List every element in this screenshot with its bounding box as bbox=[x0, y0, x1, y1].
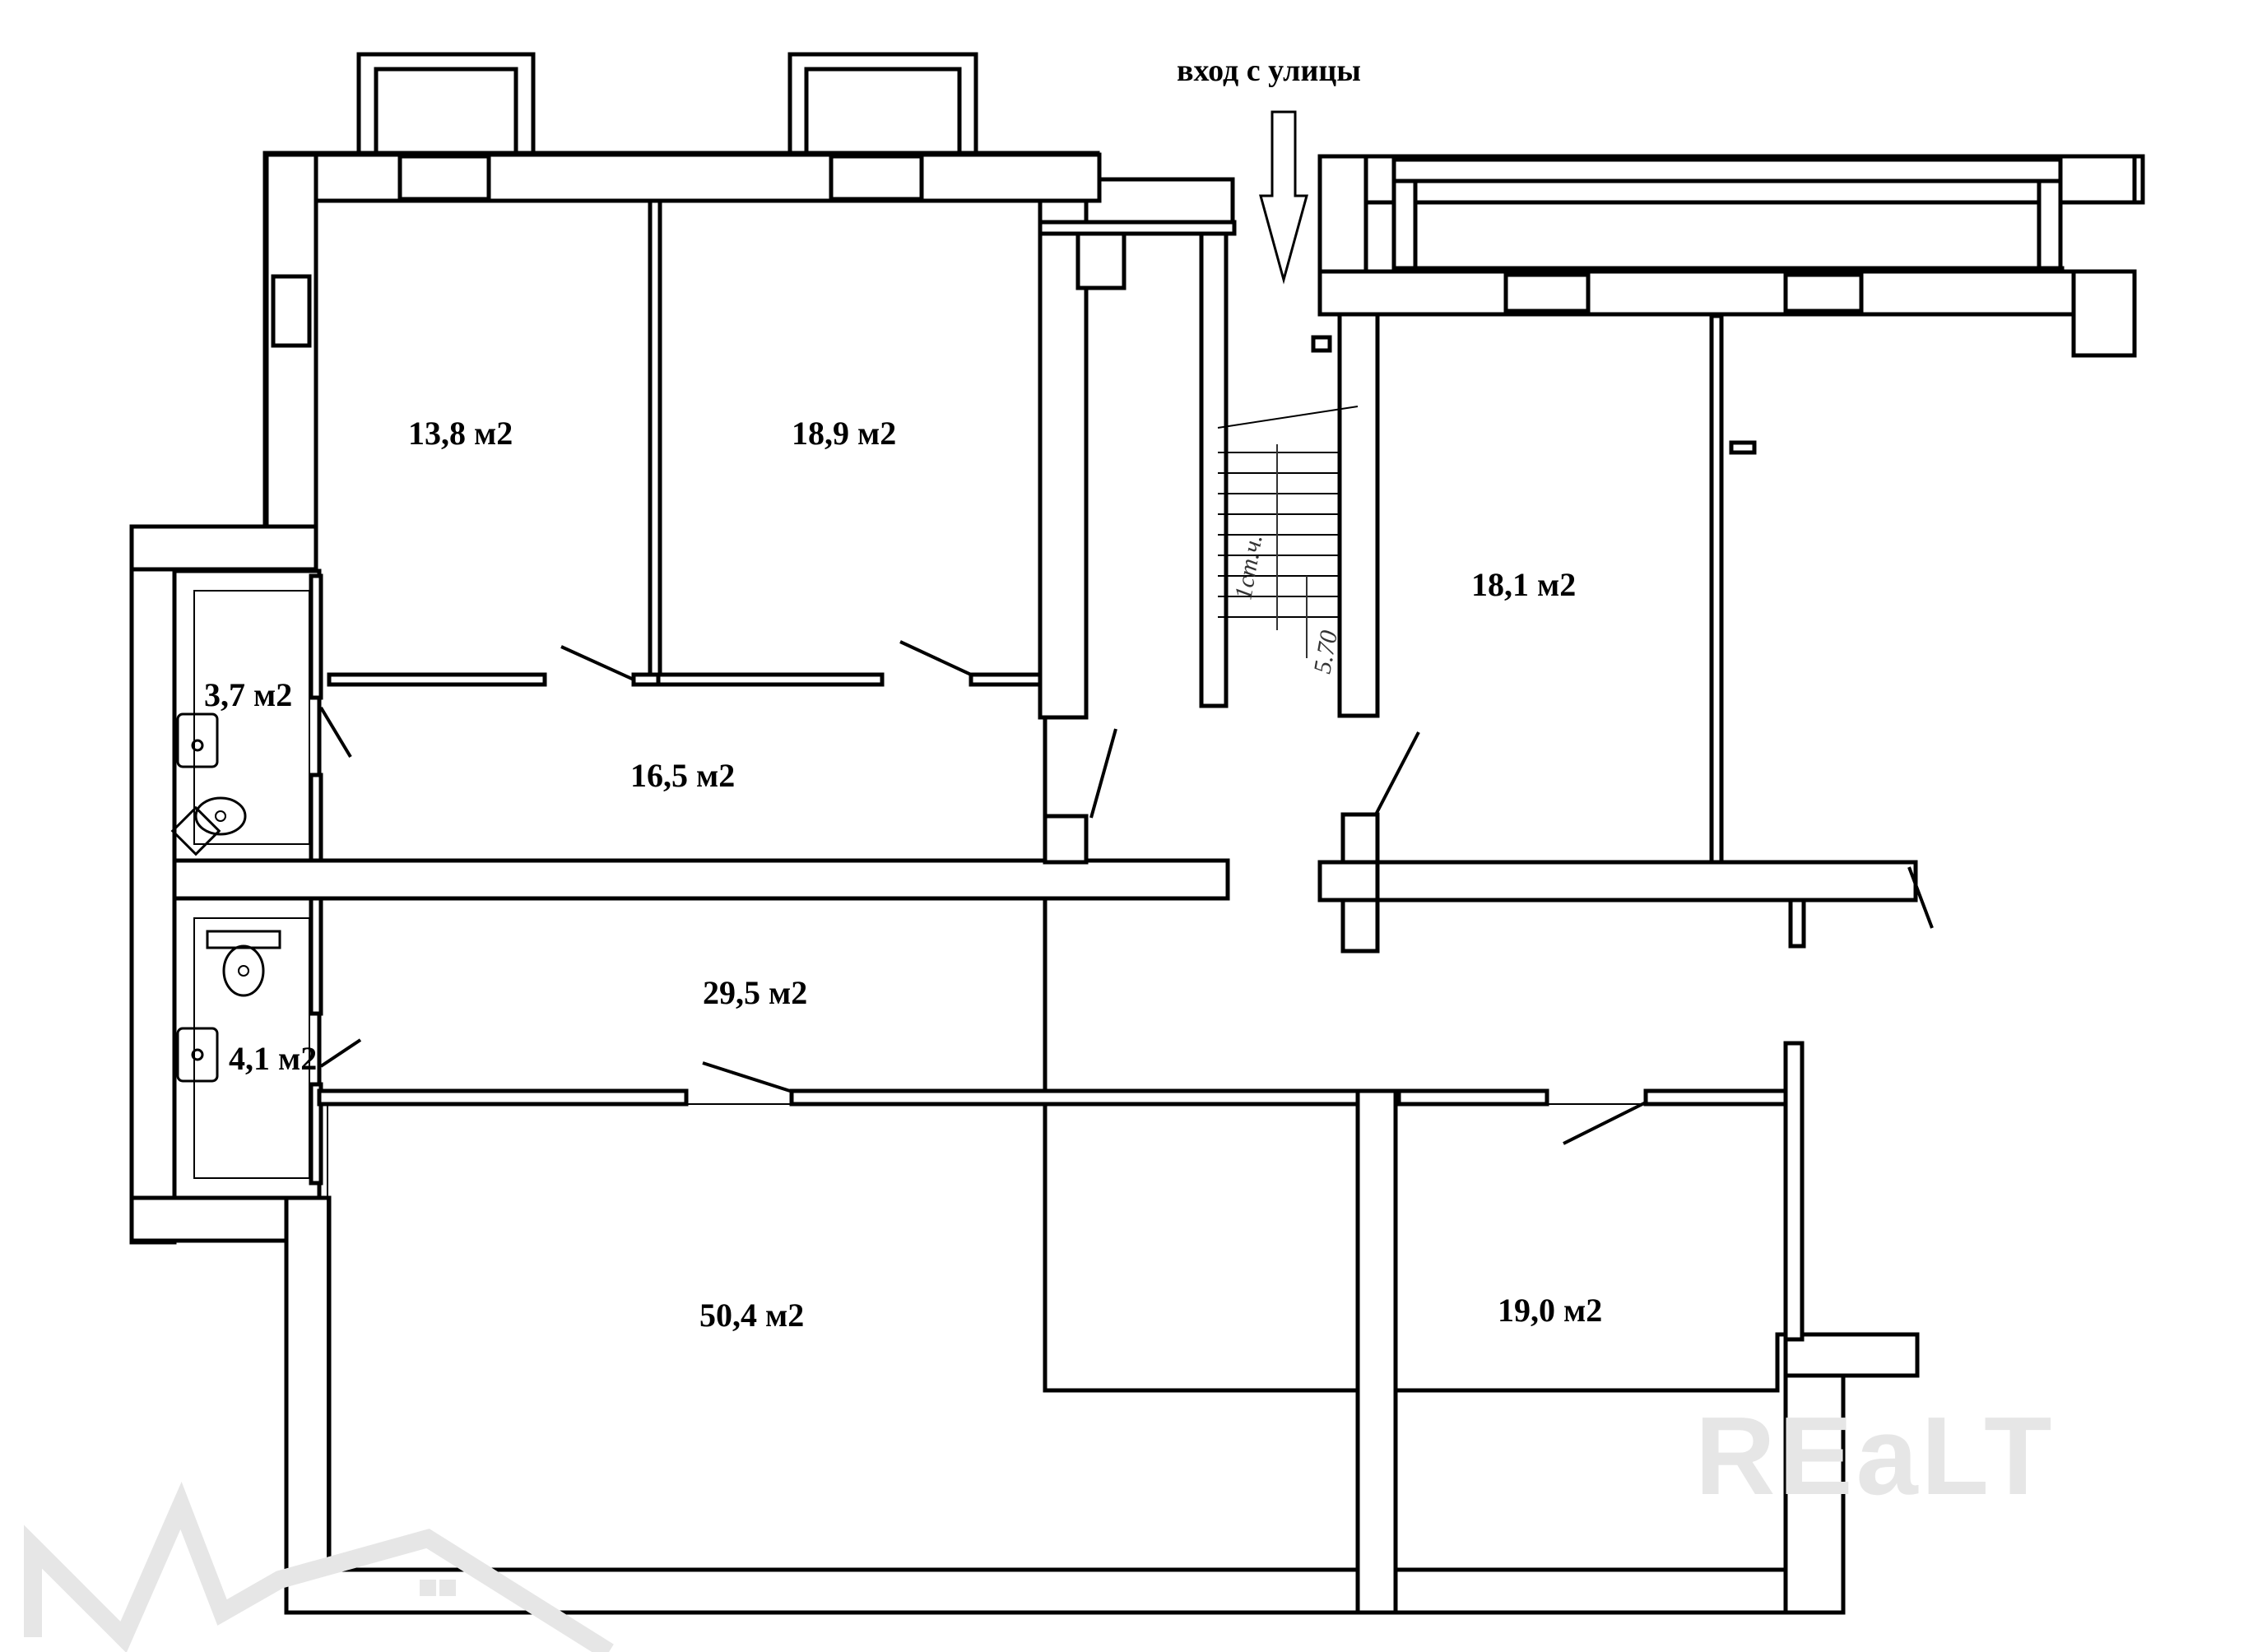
window-boxes bbox=[356, 52, 978, 159]
room-area-label: 50,4 м2 bbox=[699, 1297, 804, 1334]
door-swings bbox=[319, 640, 1934, 1145]
room-area-label: 3,7 м2 bbox=[204, 676, 292, 713]
stair-note-a: 1ст.ч. bbox=[1229, 532, 1267, 601]
interior-walls bbox=[172, 198, 1805, 1615]
sink-icon bbox=[176, 712, 219, 768]
room-area-label: 18,1 м2 bbox=[1471, 566, 1576, 603]
room-area-label: 16,5 м2 bbox=[630, 757, 735, 794]
room-area-label: 4,1 м2 bbox=[229, 1040, 317, 1077]
room-area-label: 18,9 м2 bbox=[792, 415, 896, 452]
toilet-icon-2 bbox=[206, 930, 281, 997]
room-area-label: 29,5 м2 bbox=[703, 974, 807, 1011]
watermark-logo: REaLT bbox=[1695, 1394, 2056, 1518]
right-block bbox=[1311, 154, 2145, 954]
room-area-label: 13,8 м2 bbox=[408, 415, 513, 452]
staircase bbox=[1217, 406, 1359, 658]
entrance-label: вход с улицы bbox=[1177, 53, 1361, 88]
toilet-icon bbox=[170, 796, 247, 856]
entrance-arrow-icon bbox=[1259, 110, 1308, 285]
sink-icon-2 bbox=[176, 1027, 219, 1083]
watermark-house-icon bbox=[24, 1482, 614, 1652]
room-area-label: 19,0 м2 bbox=[1498, 1292, 1602, 1329]
